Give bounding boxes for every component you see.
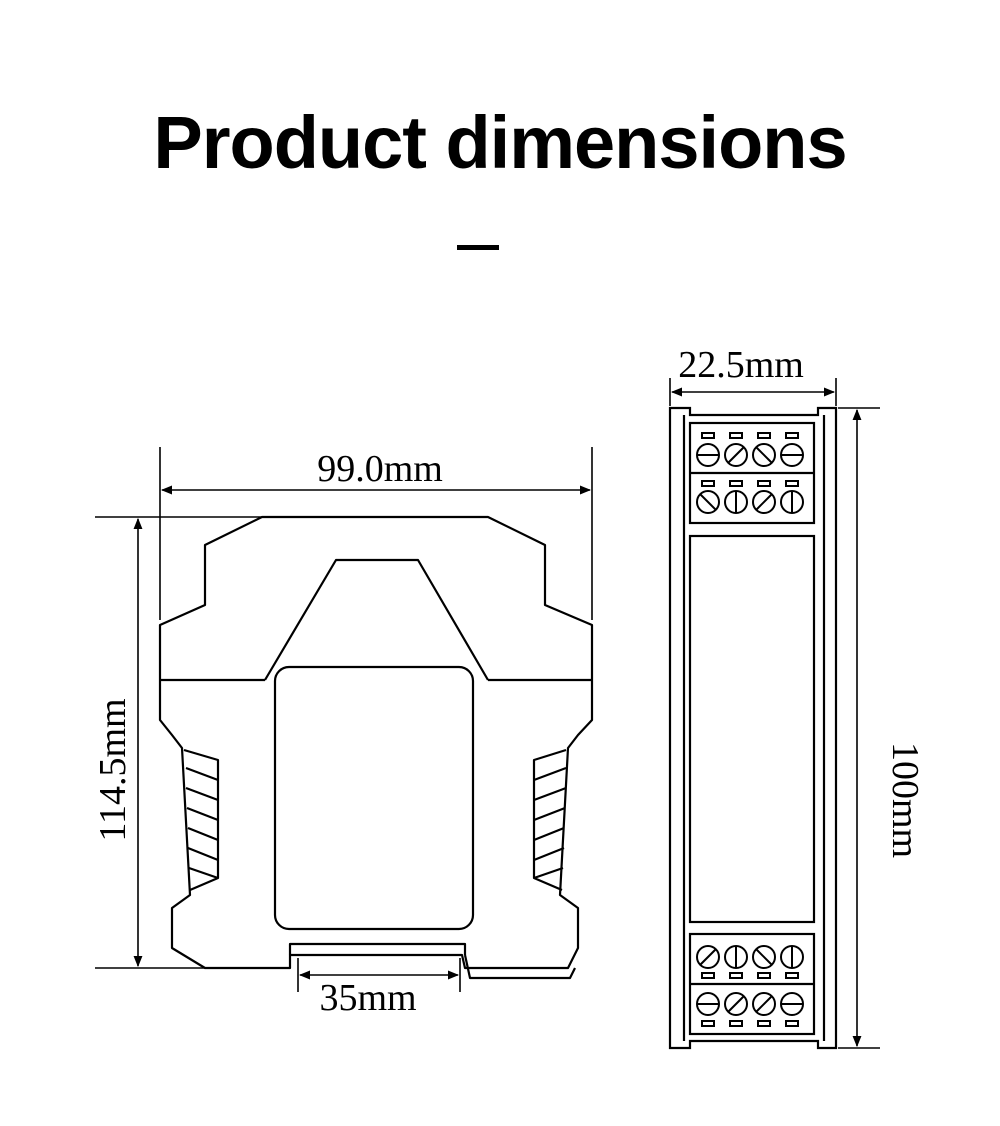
width-side-label: 22.5mm: [678, 344, 804, 386]
height-front-label: 114.5mm: [92, 698, 134, 841]
width-front-label: 99.0mm: [317, 448, 443, 490]
front-label-window: [273, 665, 475, 931]
title-underline-dash: [457, 245, 499, 250]
side-housing-outline: [668, 406, 838, 1050]
front-left-ribs: [183, 748, 220, 892]
din-rail-clip: [288, 942, 467, 955]
rail-width-label: 35mm: [319, 977, 416, 1019]
front-right-ribs: [532, 748, 567, 892]
front-view: [158, 515, 594, 980]
height-side-label: 100mm: [884, 742, 926, 858]
front-housing-outline: [158, 515, 594, 970]
side-label-window: [688, 534, 816, 924]
front-top-cover: [264, 558, 489, 681]
page-title: Product dimensions: [153, 101, 847, 184]
side-view: [668, 406, 838, 1050]
terminal-screws: [696, 432, 804, 1027]
